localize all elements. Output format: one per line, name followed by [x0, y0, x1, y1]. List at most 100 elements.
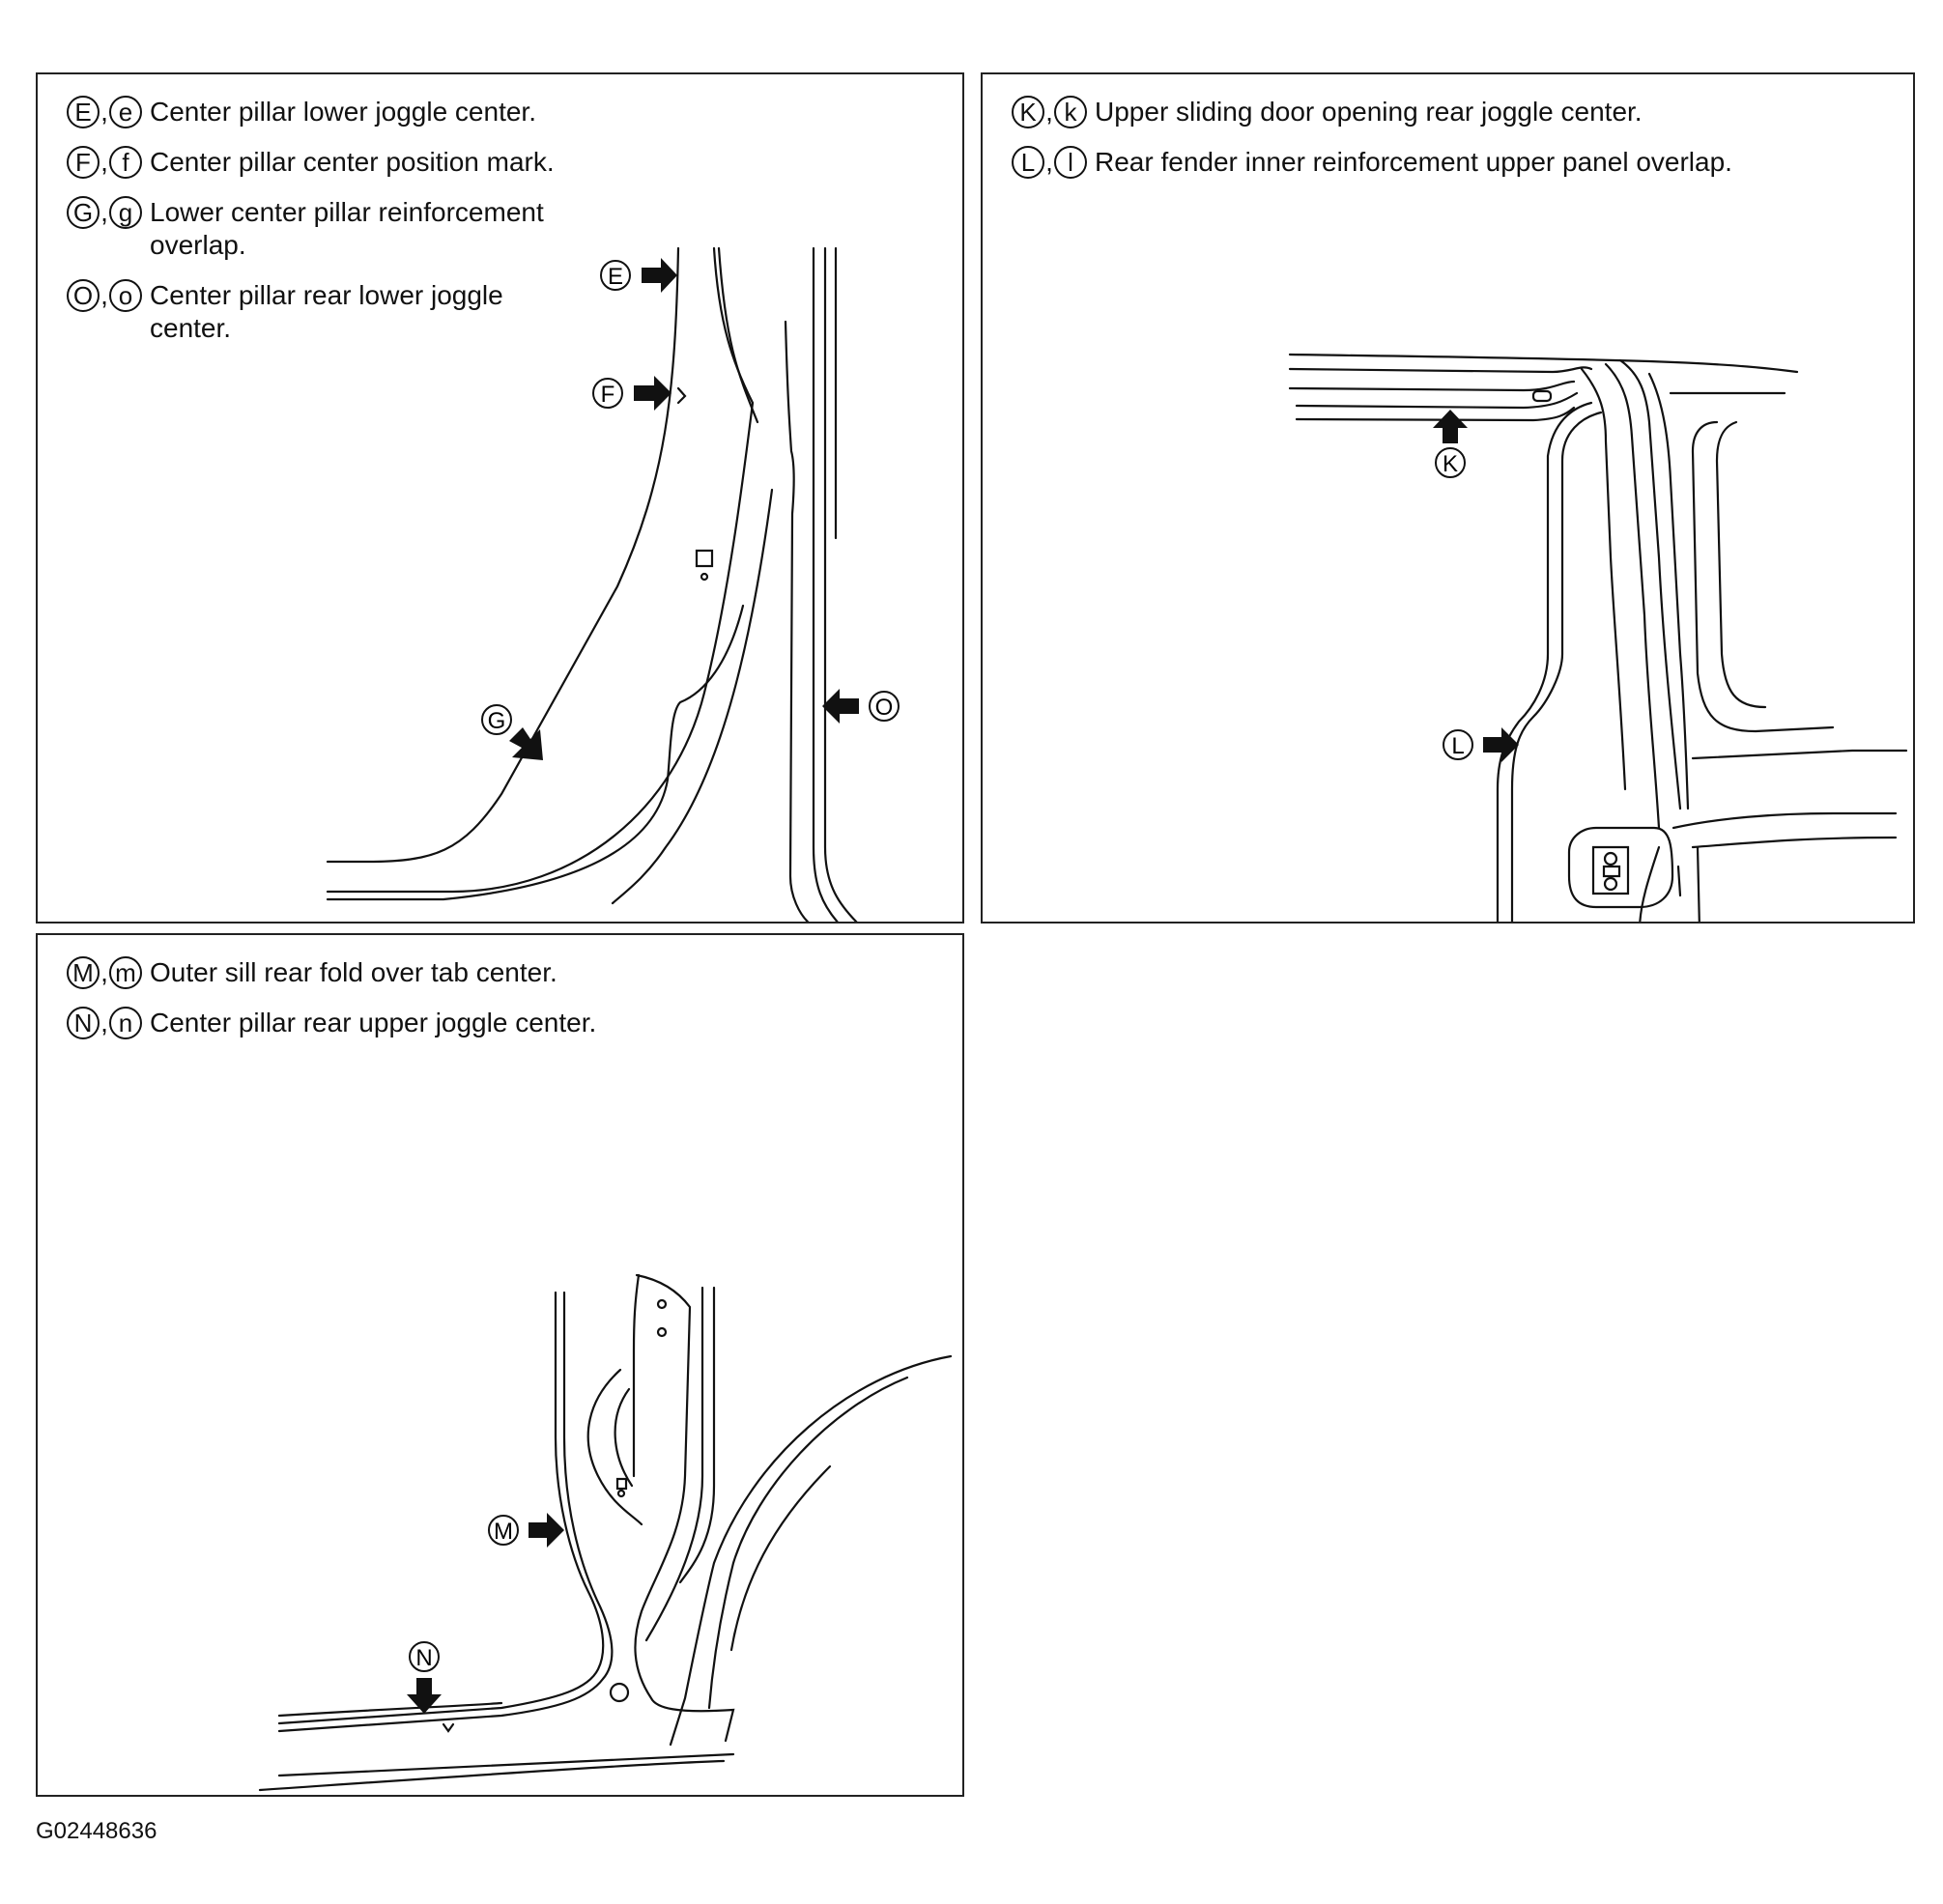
- legend-badges: O,o: [67, 279, 142, 312]
- legend-item-g: G,g Lower center pillar reinforcement ov…: [67, 196, 556, 262]
- callout-n: N: [407, 1641, 442, 1714]
- wheel-housing-line: [1672, 811, 1898, 830]
- pillar-mark-square: [615, 1477, 628, 1491]
- c-pillar-mid: [1604, 362, 1661, 830]
- panel-b-line-drawing: K L: [1288, 353, 1908, 922]
- pillar-mark-hole: [616, 1489, 626, 1498]
- arrow-down-right-icon: [509, 727, 543, 760]
- arrow-up-icon: [1433, 410, 1468, 443]
- circled-letter: E: [67, 96, 100, 128]
- c-pillar-far: [1647, 372, 1690, 810]
- callout-k: K: [1433, 410, 1468, 478]
- legend-badges: N,n: [67, 1007, 142, 1039]
- circled-letter: g: [109, 196, 142, 229]
- circled-letter: K: [1012, 96, 1044, 128]
- arrow-right-icon: [1483, 727, 1519, 762]
- arrow-right-icon: [642, 258, 677, 293]
- legend-badges: F,f: [67, 146, 142, 179]
- callout-label-k: K: [1443, 451, 1458, 477]
- fuel-lid-hole: [1603, 851, 1618, 867]
- separator: ,: [100, 197, 108, 227]
- pillar-center-left: [632, 1273, 641, 1478]
- legend-item-m: M,m Outer sill rear fold over tab center…: [67, 956, 596, 989]
- roof-rail-line-3: [1288, 380, 1576, 392]
- sill-inner-line: [611, 488, 774, 905]
- legend-item-n: N,n Center pillar rear upper joggle cent…: [67, 1007, 596, 1039]
- lower-line-d: [1676, 865, 1682, 897]
- legend-text: Center pillar rear upper joggle center.: [150, 1008, 597, 1037]
- c-pillar-rear: [1618, 358, 1682, 810]
- circled-letter: n: [109, 1007, 142, 1039]
- callout-label-e: E: [608, 264, 623, 290]
- pillar-left-outer: [277, 1291, 605, 1725]
- circled-letter: N: [67, 1007, 100, 1039]
- arrow-down-icon: [407, 1678, 442, 1714]
- fuel-lid-latch: [1602, 865, 1621, 878]
- panel-a-line-drawing: E F G O: [326, 246, 900, 922]
- legend-text: Upper sliding door opening rear joggle c…: [1095, 97, 1643, 127]
- figure-id: G02448636: [36, 1818, 157, 1844]
- panel-sliding-door-opening-rear: K,k Upper sliding door opening rear jogg…: [981, 72, 1915, 924]
- sill-bottom-1: [277, 1752, 735, 1777]
- legend-badges: L,l: [1012, 146, 1087, 179]
- legend-item-f: F,f Center pillar center position mark.: [67, 146, 556, 179]
- roof-rail-top: [1288, 353, 1799, 374]
- pillar-right-b: [678, 1286, 716, 1584]
- separator: ,: [100, 97, 108, 127]
- circled-letter: m: [109, 956, 142, 989]
- pillar-outer-edge: [326, 246, 680, 864]
- roof-rail-line-5: [1295, 406, 1576, 422]
- b-pillar-mid-line: [812, 246, 839, 922]
- arrow-right-icon: [634, 376, 671, 411]
- quarter-window-frame: [1669, 391, 1835, 733]
- legend-text: Rear fender inner reinforcement upper pa…: [1095, 147, 1732, 177]
- legend-text: Lower center pillar reinforcement overla…: [150, 197, 544, 260]
- callout-label-n: N: [415, 1645, 432, 1671]
- fuel-lid-outline: [1567, 826, 1674, 909]
- circled-letter: f: [109, 146, 142, 179]
- sill-hole: [609, 1682, 630, 1703]
- legend-badges: K,k: [1012, 96, 1087, 128]
- pillar-front-inner: [717, 246, 759, 424]
- circled-letter: L: [1012, 146, 1044, 179]
- circled-letter: l: [1054, 146, 1087, 179]
- legend-item-o: O,o Center pillar rear lower joggle cent…: [67, 279, 556, 345]
- door-opening-edge: [1510, 411, 1603, 922]
- legend-text: Center pillar center position mark.: [150, 147, 555, 177]
- callout-e: E: [600, 258, 677, 293]
- fuel-lid-hole: [1603, 876, 1618, 892]
- separator: ,: [1045, 147, 1053, 177]
- panel-c-line-drawing: M N: [258, 1273, 953, 1792]
- legend-badges: M,m: [67, 956, 142, 989]
- callout-label-f: F: [601, 382, 615, 408]
- separator: ,: [100, 280, 108, 310]
- callout-label-g: G: [488, 708, 506, 734]
- wheel-arch-inner-2: [729, 1464, 832, 1652]
- mark-hole: [700, 572, 709, 582]
- fuel-lid-inner: [1591, 845, 1630, 895]
- roof-rail-line-2: [1288, 366, 1593, 374]
- legend-panel-c: M,m Outer sill rear fold over tab center…: [67, 956, 596, 1057]
- callout-g: G: [481, 704, 543, 760]
- mark-square: [695, 549, 714, 568]
- circled-letter: F: [67, 146, 100, 179]
- callout-label-m: M: [494, 1519, 513, 1545]
- legend-item-e: E,e Center pillar lower joggle center.: [67, 96, 556, 128]
- lower-line-c: [1696, 845, 1700, 922]
- panel-outer-sill-rear: M,m Outer sill rear fold over tab center…: [36, 933, 964, 1797]
- pillar-hole: [656, 1326, 668, 1338]
- circled-letter: e: [109, 96, 142, 128]
- callout-o: O: [822, 689, 900, 724]
- reinforcement-edge: [326, 604, 745, 901]
- roof-slot: [1531, 389, 1553, 403]
- arrow-left-icon: [822, 689, 859, 724]
- callout-m: M: [488, 1513, 564, 1548]
- legend-panel-a: E,e Center pillar lower joggle center. F…: [67, 96, 556, 362]
- circled-letter: G: [67, 196, 100, 229]
- door-opening-inner: [1496, 401, 1593, 922]
- callout-f: F: [592, 376, 671, 411]
- b-pillar-left-line: [784, 320, 810, 922]
- wheel-arch-outer: [669, 1354, 953, 1747]
- pillar-hole: [656, 1298, 668, 1310]
- pillar-center: [634, 1273, 735, 1743]
